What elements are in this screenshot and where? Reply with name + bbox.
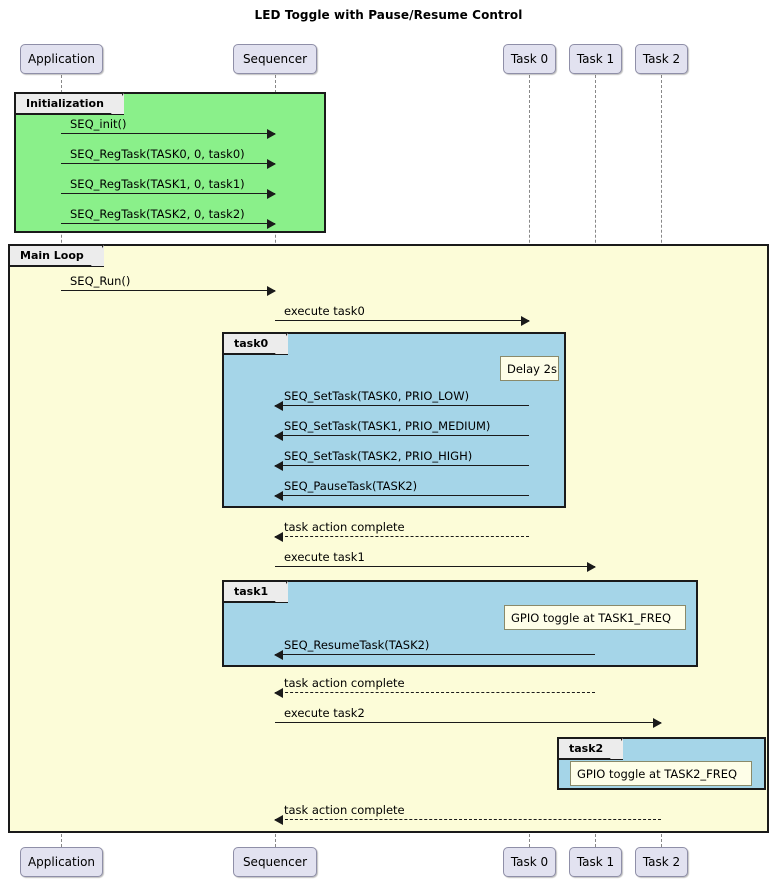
participant-sequencer-footer[interactable]: Sequencer: [233, 847, 317, 877]
arrowhead-left-icon: [274, 401, 283, 411]
message-label: task action complete: [284, 803, 405, 817]
message-arrow: [61, 159, 276, 169]
message-label: task action complete: [284, 676, 405, 690]
fragment-label: task1: [224, 581, 289, 603]
message-arrow: [274, 401, 529, 411]
arrowhead-right-icon: [587, 562, 596, 572]
fragment-label: Main Loop: [10, 245, 104, 267]
message-label: SEQ_SetTask(TASK2, PRIO_HIGH): [284, 449, 473, 463]
message-label: SEQ_init(): [70, 117, 127, 131]
message-arrow: [61, 286, 276, 296]
message-arrow: [275, 316, 530, 326]
note: GPIO toggle at TASK2_FREQ: [570, 761, 752, 786]
arrowhead-right-icon: [267, 189, 276, 199]
arrowhead-right-icon: [521, 316, 530, 326]
arrowhead-left-icon: [274, 815, 283, 825]
participant-task-0-header[interactable]: Task 0: [503, 44, 556, 74]
participant-application-footer[interactable]: Application: [20, 847, 103, 877]
fragment-label: task0: [224, 333, 289, 355]
message-label: task action complete: [284, 520, 405, 534]
message-arrow: [274, 815, 661, 825]
message-label: SEQ_ResumeTask(TASK2): [284, 638, 430, 652]
participant-application-header[interactable]: Application: [20, 44, 103, 74]
message-arrow: [61, 189, 276, 199]
participant-task-1-header[interactable]: Task 1: [569, 44, 622, 74]
fragment-label: task2: [559, 738, 624, 760]
arrowhead-right-icon: [267, 286, 276, 296]
message-label: SEQ_SetTask(TASK1, PRIO_MEDIUM): [284, 419, 491, 433]
arrowhead-left-icon: [274, 461, 283, 471]
arrowhead-right-icon: [267, 159, 276, 169]
participant-task-2-header[interactable]: Task 2: [635, 44, 688, 74]
arrowhead-left-icon: [274, 431, 283, 441]
arrowhead-left-icon: [274, 650, 283, 660]
message-label: execute task1: [284, 550, 365, 564]
note: Delay 2s: [500, 356, 559, 381]
arrowhead-right-icon: [267, 129, 276, 139]
message-arrow: [61, 219, 276, 229]
message-label: SEQ_Run(): [70, 274, 131, 288]
message-label: SEQ_RegTask(TASK2, 0, task2): [70, 207, 245, 221]
message-label: SEQ_PauseTask(TASK2): [284, 479, 418, 493]
message-label: SEQ_SetTask(TASK0, PRIO_LOW): [284, 389, 470, 403]
message-arrow: [274, 461, 529, 471]
message-arrow: [274, 688, 595, 698]
participant-task-2-footer[interactable]: Task 2: [635, 847, 688, 877]
fragment-label: Initialization: [16, 93, 124, 115]
page-title: LED Toggle with Pause/Resume Control: [254, 8, 523, 22]
participant-sequencer-header[interactable]: Sequencer: [233, 44, 317, 74]
message-label: execute task0: [284, 304, 365, 318]
message-label: SEQ_RegTask(TASK1, 0, task1): [70, 177, 245, 191]
message-arrow: [274, 431, 529, 441]
message-label: execute task2: [284, 706, 365, 720]
arrowhead-left-icon: [274, 532, 283, 542]
message-arrow: [275, 562, 596, 572]
note: GPIO toggle at TASK1_FREQ: [504, 605, 686, 630]
arrowhead-left-icon: [274, 688, 283, 698]
message-arrow: [274, 532, 529, 542]
message-arrow: [274, 491, 529, 501]
arrowhead-right-icon: [267, 219, 276, 229]
arrowhead-right-icon: [653, 718, 662, 728]
fragment-task1: task1: [222, 580, 698, 667]
message-arrow: [274, 650, 595, 660]
participant-task-0-footer[interactable]: Task 0: [503, 847, 556, 877]
message-arrow: [275, 718, 662, 728]
participant-task-1-footer[interactable]: Task 1: [569, 847, 622, 877]
message-arrow: [61, 129, 276, 139]
arrowhead-left-icon: [274, 491, 283, 501]
message-label: SEQ_RegTask(TASK0, 0, task0): [70, 147, 245, 161]
